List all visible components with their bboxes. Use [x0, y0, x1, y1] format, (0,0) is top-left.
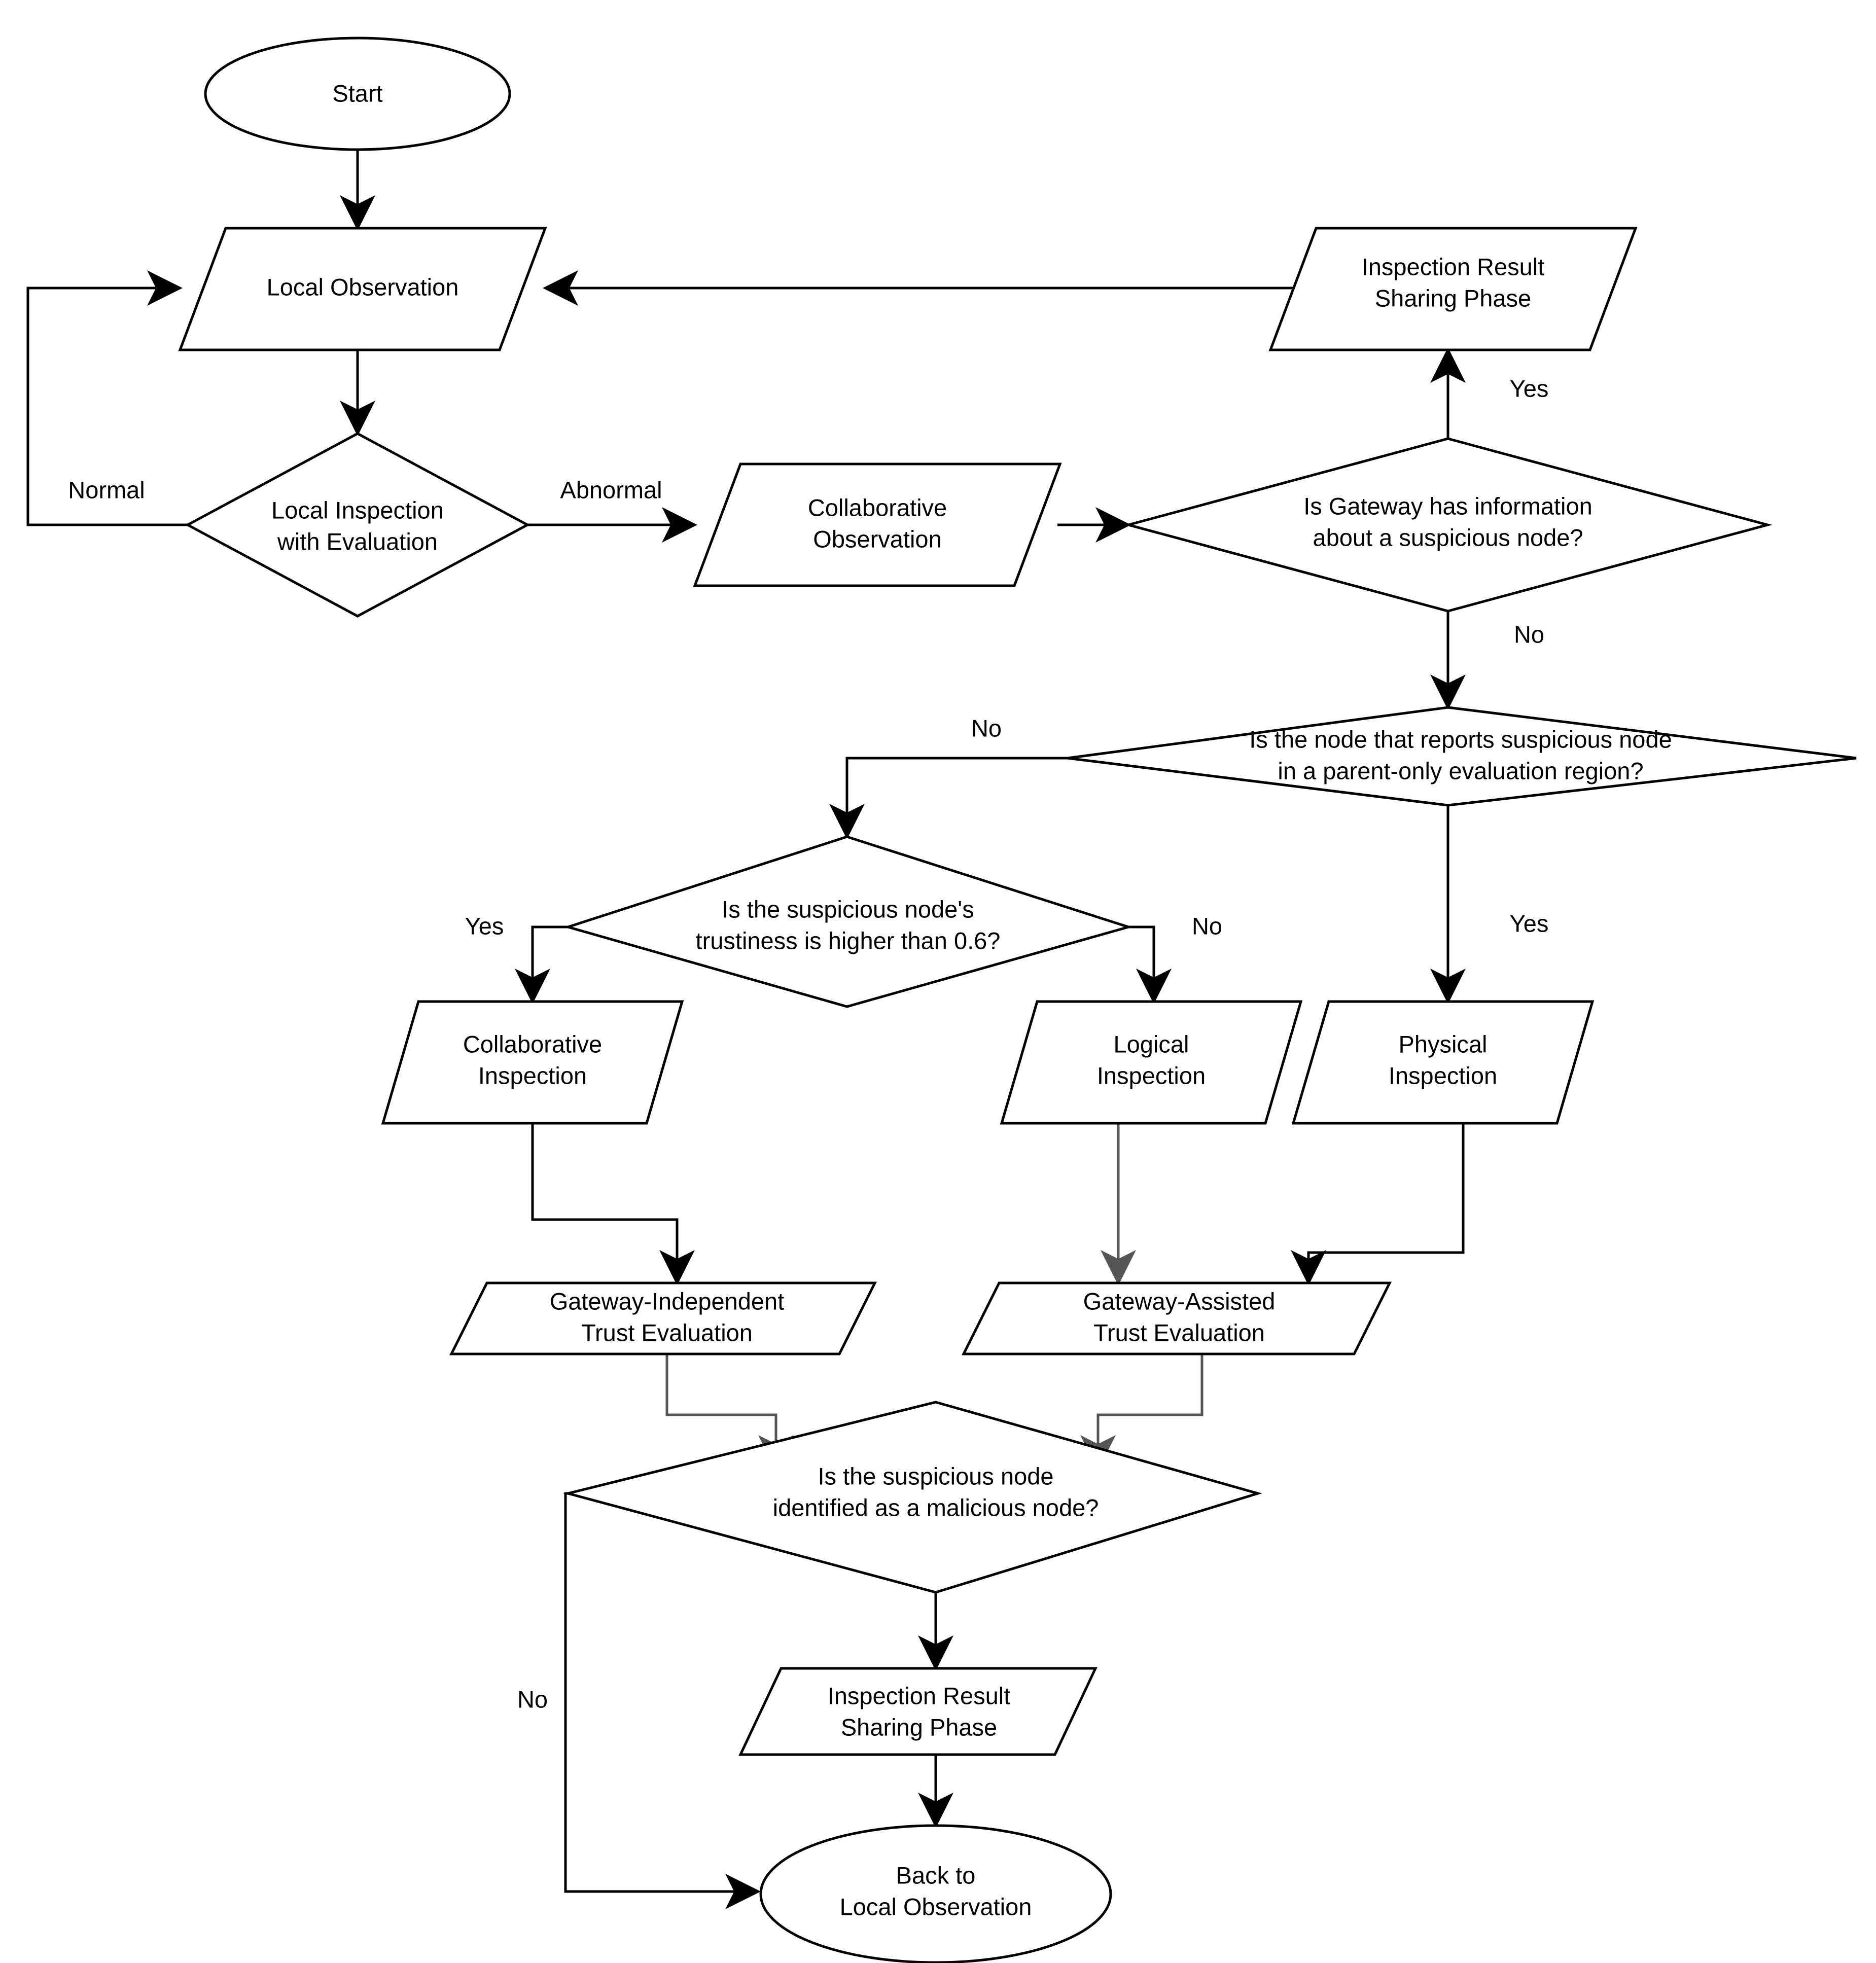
- node-malicious-question[interactable]: [563, 1401, 1262, 1594]
- node-gateway-assisted-line2: Trust Evaluation: [1093, 1319, 1265, 1346]
- node-local-observation-label: Local Observation: [267, 273, 459, 300]
- node-parent-only-question[interactable]: [1067, 706, 1857, 807]
- edge-label-gateway-yes: Yes: [1510, 375, 1549, 402]
- node-parent-only-line2: in a parent-only evaluation region?: [1278, 757, 1643, 784]
- node-gateway-independent[interactable]: [449, 1281, 877, 1355]
- node-collaborative-inspection-line1: Collaborative: [463, 1030, 602, 1057]
- node-parent-only-line1: Is the node that reports suspicious node: [1249, 726, 1672, 753]
- node-gateway-info-line1: Is Gateway has information: [1303, 492, 1592, 519]
- node-logical-inspection[interactable]: [1000, 1000, 1303, 1125]
- node-inspection-result-top-line1: Inspection Result: [1362, 253, 1545, 280]
- node-start[interactable]: [204, 37, 511, 151]
- edge-label-parent-no: No: [971, 715, 1002, 741]
- edge-label-parent-yes: Yes: [1510, 910, 1549, 937]
- edge-label-normal: Normal: [68, 476, 145, 503]
- node-collaborative-observation[interactable]: [693, 462, 1062, 587]
- node-gateway-assisted[interactable]: [961, 1281, 1392, 1355]
- node-inspection-result-bottom-line1: Inspection Result: [828, 1682, 1011, 1709]
- node-physical-inspection-line1: Physical: [1398, 1030, 1487, 1057]
- node-collaborative-inspection[interactable]: [381, 1000, 684, 1125]
- node-logical-inspection-line1: Logical: [1114, 1030, 1189, 1057]
- node-local-inspection[interactable]: [185, 432, 530, 618]
- node-local-inspection-line1: Local Inspection: [271, 496, 444, 523]
- node-collaborative-observation-line2: Observation: [813, 525, 941, 552]
- edge-normal-loop: [26, 270, 188, 526]
- edge-label-abnormal: Abnormal: [560, 476, 662, 503]
- node-gateway-independent-line1: Gateway-Independent: [550, 1288, 785, 1314]
- node-collaborative-inspection-line2: Inspection: [478, 1062, 587, 1089]
- node-logical-inspection-line2: Inspection: [1097, 1062, 1206, 1089]
- edge-gw-assisted-to-malicious-q: [1080, 1354, 1204, 1471]
- edge-label-trust-no: No: [1192, 912, 1222, 939]
- edge-malicious-no-to-back: [564, 1492, 761, 1909]
- edge-collab-insp-to-gw-independent: [531, 1123, 695, 1286]
- edge-trust-no-to-logical-inspection: [1128, 925, 1172, 1004]
- edge-label-gateway-no: No: [1514, 621, 1544, 648]
- node-back-to-local-line2: Local Observation: [840, 1893, 1032, 1920]
- node-inspection-result-top[interactable]: [1268, 227, 1638, 351]
- node-trustiness-line1: Is the suspicious node's: [722, 896, 974, 922]
- node-gateway-info-question[interactable]: [1123, 437, 1773, 613]
- node-physical-inspection-line2: Inspection: [1389, 1062, 1497, 1089]
- node-inspection-result-bottom-line2: Sharing Phase: [841, 1714, 997, 1740]
- node-collaborative-observation-line1: Collaborative: [808, 494, 947, 521]
- edge-label-malicious-no: No: [517, 1686, 548, 1712]
- edge-label-trust-yes: Yes: [465, 912, 504, 939]
- node-local-inspection-line2: with Evaluation: [277, 528, 438, 555]
- node-gateway-independent-line2: Trust Evaluation: [581, 1319, 753, 1346]
- node-back-to-local-line1: Back to: [896, 1862, 976, 1888]
- node-physical-inspection[interactable]: [1291, 1000, 1595, 1125]
- edge-trust-yes-to-collaborative-inspection: [515, 925, 568, 1004]
- node-malicious-line1: Is the suspicious node: [818, 1462, 1053, 1489]
- edge-physical-insp-to-gw-assisted: [1291, 1123, 1465, 1286]
- node-malicious-line2: identified as a malicious node?: [773, 1494, 1099, 1521]
- node-local-observation[interactable]: [178, 227, 547, 351]
- edge-parent-no-to-trustiness-q: [829, 757, 1068, 839]
- node-gateway-info-line2: about a suspicious node?: [1313, 524, 1583, 551]
- node-start-label: Start: [332, 80, 382, 106]
- node-trustiness-line2: trustiness is higher than 0.6?: [696, 927, 1001, 954]
- node-back-to-local-observation[interactable]: [759, 1824, 1112, 1963]
- node-inspection-result-top-line2: Sharing Phase: [1375, 284, 1531, 311]
- node-gateway-assisted-line1: Gateway-Assisted: [1083, 1288, 1276, 1314]
- node-inspection-result-bottom[interactable]: [738, 1667, 1098, 1756]
- node-trustiness-question[interactable]: [563, 835, 1133, 1008]
